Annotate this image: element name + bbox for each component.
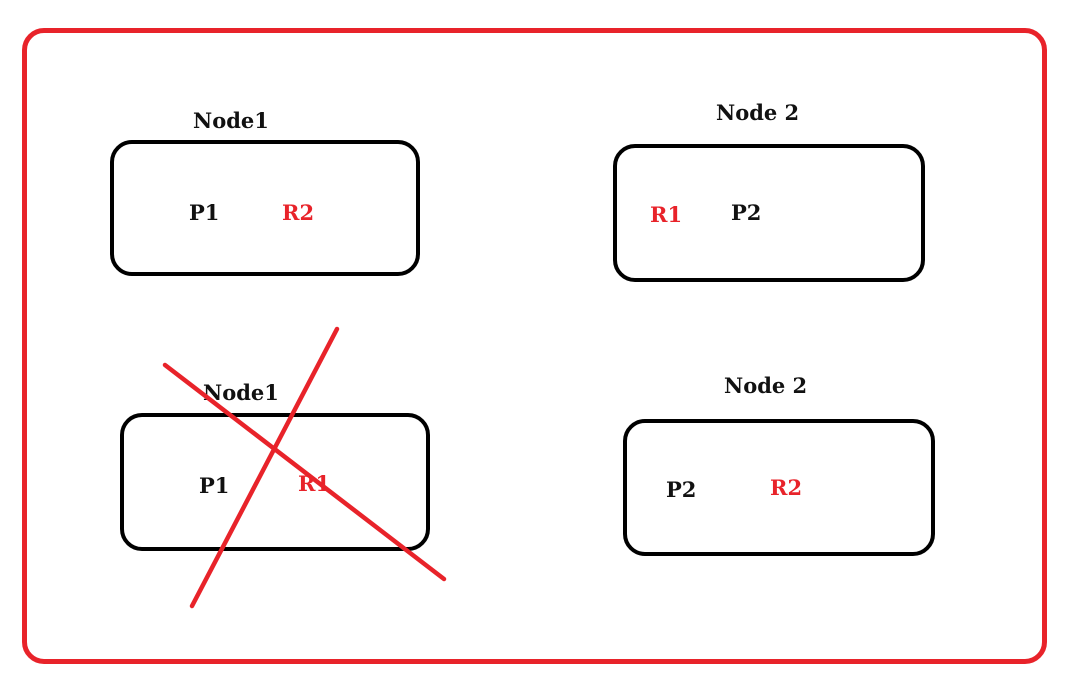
node2-bottom-box: P2 R2: [623, 419, 935, 556]
node1-top-title: Node1: [193, 108, 269, 133]
node1-top-box: P1 R2: [110, 140, 420, 276]
node2-bottom-replica-r2: R2: [770, 475, 803, 500]
node2-top-primary-p2: P2: [731, 200, 762, 225]
node2-top-title: Node 2: [716, 100, 800, 125]
node2-top-replica-r1: R1: [650, 202, 683, 227]
node1-top-primary-p1: P1: [189, 200, 220, 225]
node1-bottom-title: Node1: [203, 380, 279, 405]
node1-top-replica-r2: R2: [282, 200, 315, 225]
outer-frame: [22, 28, 1047, 664]
node2-bottom-title: Node 2: [724, 373, 808, 398]
node2-bottom-primary-p2: P2: [666, 477, 697, 502]
node2-top-box: R1 P2: [613, 144, 925, 282]
node1-bottom-box: P1 R1: [120, 413, 430, 551]
node1-bottom-replica-r1: R1: [298, 471, 331, 496]
node1-bottom-primary-p1: P1: [199, 473, 230, 498]
